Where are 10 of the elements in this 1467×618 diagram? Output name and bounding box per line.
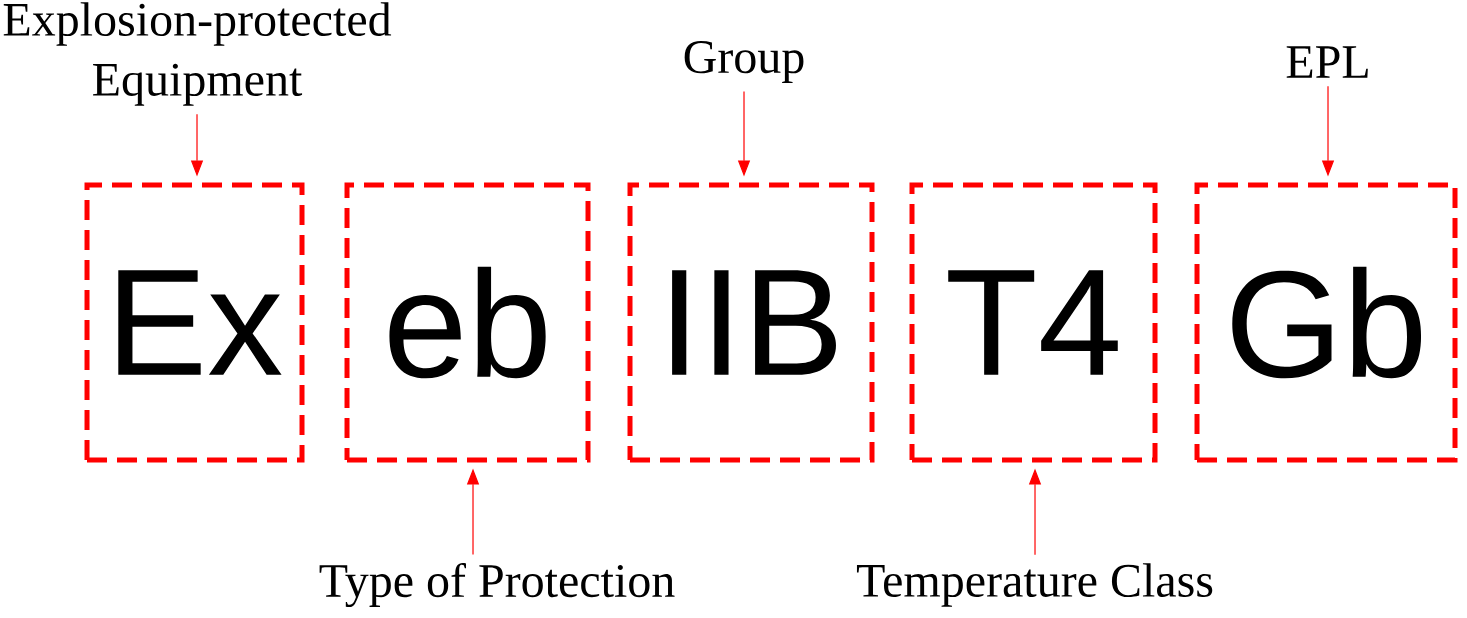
dashed-box: Ex bbox=[84, 182, 305, 463]
label-text: Type of Protection bbox=[319, 562, 675, 608]
dashed-box: eb bbox=[344, 182, 591, 463]
dashed-box: Gb bbox=[1194, 182, 1458, 463]
label-text: Temperature Class bbox=[856, 563, 1213, 607]
label-text: EPL bbox=[1286, 46, 1368, 78]
dashed-box: IIB bbox=[627, 182, 875, 463]
label-text: Explosion-protected Equipment bbox=[3, 2, 392, 106]
dashed-box: T4 bbox=[909, 182, 1158, 463]
label-text: Group bbox=[684, 41, 804, 83]
